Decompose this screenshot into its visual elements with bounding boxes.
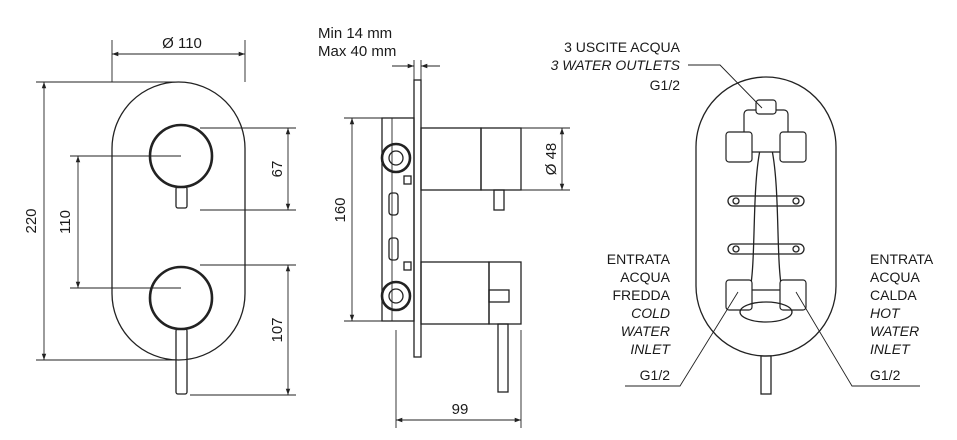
hot-inlet-4: HOT [870, 305, 901, 321]
side-wall-plate [413, 79, 422, 358]
side-upper-knob [480, 127, 522, 191]
rear-view: 3 USCITE ACQUA 3 WATER OUTLETS G1/2 ENTR… [551, 39, 934, 395]
outlets-label-it: 3 USCITE ACQUA [564, 39, 681, 55]
hot-inlet-7: G1/2 [870, 367, 901, 383]
hot-inlet-3: CALDA [870, 287, 917, 303]
rear-body [749, 149, 783, 291]
cold-inlet-2: ACQUA [620, 269, 670, 285]
side-knob-dim: Ø 48 [543, 143, 560, 176]
cold-inlet-7: G1/2 [640, 367, 671, 383]
front-lower-dim: 107 [269, 317, 286, 342]
lower-knob [148, 265, 214, 331]
front-view: Ø 110 220 110 67 107 [23, 35, 296, 396]
cold-inlet-5: WATER [621, 323, 670, 339]
side-view: Min 14 mm Max 40 mm 160 Ø 48 99 [318, 25, 570, 428]
front-plate [111, 81, 246, 361]
outlets-label-thread: G1/2 [650, 77, 681, 93]
cold-inlet-4: COLD [631, 305, 670, 321]
front-spacing-dim: 110 [57, 210, 74, 234]
upper-lever [175, 186, 188, 209]
side-lower-cartridge [420, 261, 490, 325]
outlets-label-en: 3 WATER OUTLETS [551, 57, 681, 73]
hot-inlet-1: ENTRATA [870, 251, 934, 267]
cold-inlet-3: FREDDA [612, 287, 670, 303]
side-min-depth: Min 14 mm [318, 25, 392, 42]
side-max-depth: Max 40 mm [318, 43, 396, 60]
front-upper-dim: 67 [269, 161, 286, 178]
side-lower-knob [488, 261, 522, 325]
side-depth-dim: 99 [452, 401, 469, 418]
hot-inlet-5: WATER [870, 323, 919, 339]
side-upper-cartridge [420, 127, 482, 191]
cold-inlet-6: INLET [630, 341, 671, 357]
hot-inlet-2: ACQUA [870, 269, 920, 285]
cold-inlet-1: ENTRATA [607, 251, 671, 267]
side-height-dim: 160 [332, 197, 349, 222]
front-height-dim: 220 [23, 208, 40, 233]
lower-lever [175, 328, 188, 395]
side-box-body [381, 117, 415, 322]
hot-inlet-6: INLET [870, 341, 911, 357]
front-width-dim: Ø 110 [162, 35, 202, 52]
